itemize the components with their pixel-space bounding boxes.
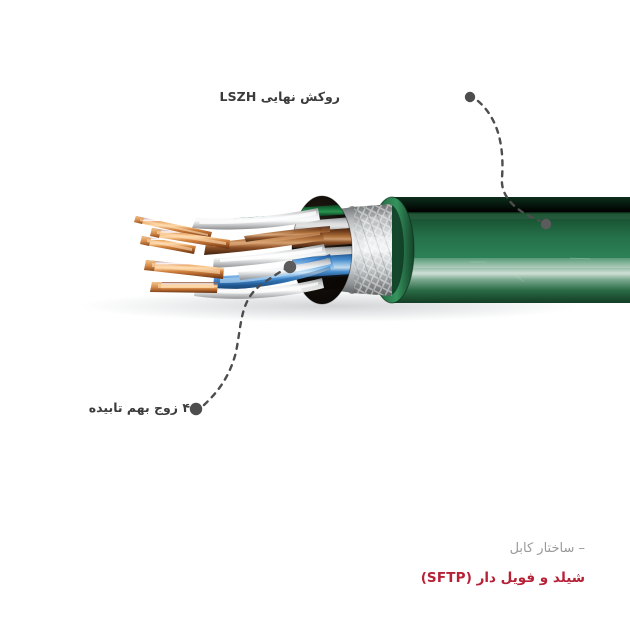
pair-blue (213, 254, 334, 290)
cable-shadow (80, 290, 580, 322)
pair-green (196, 214, 302, 228)
copper-conductor-4 (144, 260, 224, 279)
twisted-pairs-bundle (192, 208, 334, 299)
copper-conductors (134, 216, 230, 293)
callout-label-twisted-pairs: ۴ زوج بهم تابیده (88, 400, 190, 415)
callout-leaders (202, 99, 542, 407)
pair-white-lower (194, 278, 324, 299)
pair-white-mid (213, 244, 326, 268)
callout-dot-pairs-target (283, 260, 297, 274)
caption-block: – ساختار کابل شیلد و فویل دار (SFTP) (421, 538, 585, 590)
caption-cable-structure: – ساختار کابل (509, 541, 585, 556)
callout-dot-jacket-label (464, 91, 476, 103)
copper-conductor-2 (150, 228, 230, 249)
aluminium-foil-shield (319, 207, 354, 293)
callout-dot-jacket-target (540, 218, 552, 230)
cable-cut-face (291, 195, 353, 305)
caption-cable-type: شیلد و فویل دار (SFTP) (420, 569, 585, 586)
pair-brown (204, 228, 324, 255)
callout-dot-pairs-label (189, 402, 203, 416)
lszh-outer-jacket (369, 196, 630, 304)
copper-conductor-1 (134, 216, 212, 239)
callout-label-lszh-jacket: روکش نهایی LSZH (219, 89, 340, 104)
copper-conductor-3 (140, 236, 196, 254)
leader-line-pairs (202, 267, 287, 407)
pair-white-upper (192, 208, 320, 230)
callout-dots (189, 91, 552, 416)
copper-conductor-5 (150, 282, 218, 293)
braided-metal-shield (340, 204, 392, 296)
leader-line-jacket (476, 99, 542, 223)
